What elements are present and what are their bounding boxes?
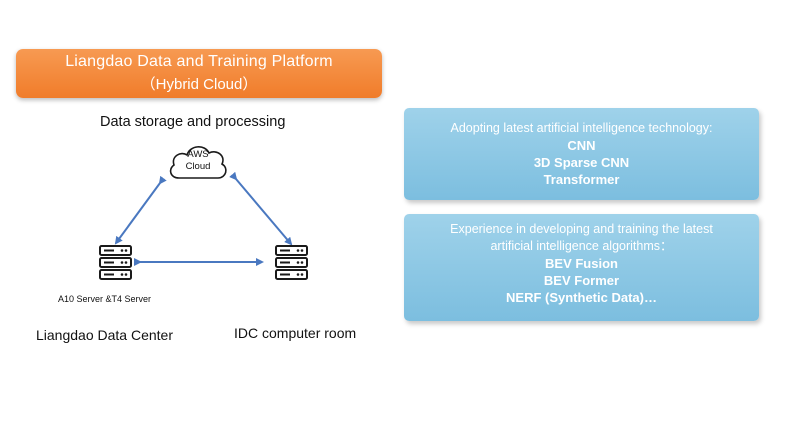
experience-heading-line2: artificial intelligence algorithms： [490, 239, 673, 253]
algorithm-experience-box: Experience in developing and training th… [404, 214, 759, 321]
tech-item: Transformer [543, 172, 620, 187]
left-node-label: Liangdao Data Center [36, 327, 173, 343]
diagram-heading: Data storage and processing [100, 114, 286, 130]
platform-title-banner: Liangdao Data and Training Platform （Hyb… [16, 49, 382, 98]
ai-technology-box: Adopting latest artificial intelligence … [404, 108, 759, 200]
tech-item: CNN [567, 138, 596, 153]
tech-item: 3D Sparse CNN [533, 155, 630, 170]
platform-title: Liangdao Data and Training Platform [65, 53, 333, 70]
experience-heading-line1: Experience in developing and training th… [450, 222, 713, 236]
cloud-label: AWS Cloud [165, 149, 231, 173]
cloud-label-line2: Cloud [185, 161, 211, 172]
server-icon [99, 245, 132, 280]
algorithm-item: BEV Former [543, 273, 620, 288]
ai-technology-heading: Adopting latest artificial intelligence … [450, 121, 713, 135]
cloud-icon [169, 146, 227, 179]
right-node-label: IDC computer room [234, 325, 357, 341]
network-diagram [114, 171, 293, 266]
cloud-left-link-arrow [114, 175, 167, 245]
algorithm-item: NERF (Synthetic Data)… [506, 290, 657, 305]
platform-subtitle: （Hybrid Cloud） [140, 76, 258, 93]
cloud-right-link-arrow [229, 171, 293, 246]
server-icon [275, 245, 308, 280]
left-node-caption: A10 Server &T4 Server [58, 294, 152, 304]
algorithm-item: BEV Fusion [545, 256, 618, 271]
cloud-label-line1: AWS [187, 149, 209, 160]
